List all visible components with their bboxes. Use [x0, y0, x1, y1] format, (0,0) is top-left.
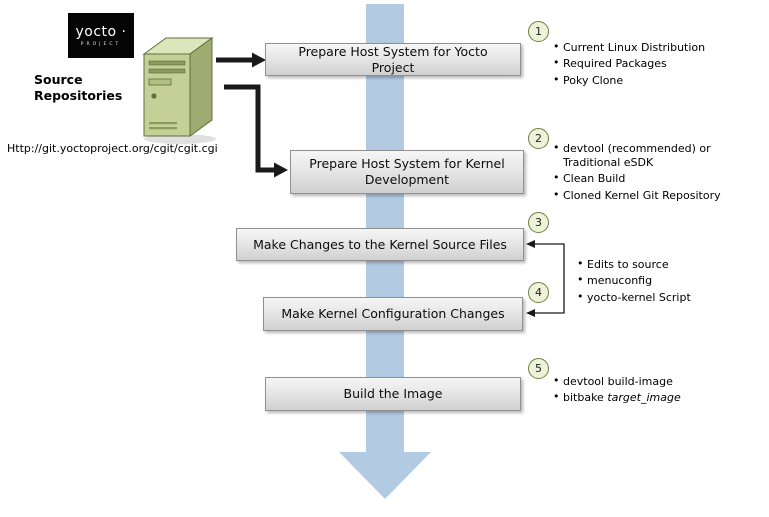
yocto-logo: yocto · PROJECT — [68, 13, 134, 58]
server-icon — [142, 37, 216, 144]
bullet-item: Edits to source — [576, 257, 746, 272]
source-repositories-label: Source Repositories — [34, 72, 123, 104]
bullet-item: yocto-kernel Script — [576, 290, 746, 305]
bullet-item: Clean Build — [552, 171, 762, 186]
step-number-1: 1 — [528, 21, 549, 42]
bracket-steps-3-4 — [526, 240, 565, 317]
step-box-prepare-host-yocto: Prepare Host System for Yocto Project — [265, 43, 521, 76]
step-box-prepare-host-kernel: Prepare Host System for Kernel Developme… — [290, 150, 524, 194]
bullet-item: devtool (recommended) or Traditional eSD… — [552, 141, 717, 170]
step-5-bullet-list: devtool build-image bitbake target_image — [552, 374, 742, 408]
bullet-item: Poky Clone — [552, 73, 762, 88]
step-number-5: 5 — [528, 358, 549, 379]
bullet-item: devtool build-image — [552, 374, 742, 389]
bullet-item: menuconfig — [576, 273, 746, 288]
step-number-2: 2 — [528, 128, 549, 149]
step-2-bullet-list: devtool (recommended) or Traditional eSD… — [552, 141, 762, 205]
arrow-source-to-step2 — [224, 84, 288, 178]
bullet-item: Current Linux Distribution — [552, 40, 762, 55]
steps-3-4-shared-bullet-list: Edits to source menuconfig yocto-kernel … — [576, 257, 746, 307]
step-box-build-image: Build the Image — [265, 377, 521, 411]
bullet-item: Required Packages — [552, 56, 762, 71]
step-box-make-source-changes: Make Changes to the Kernel Source Files — [236, 228, 524, 261]
step-number-4: 4 — [528, 282, 549, 303]
repository-url: Http://git.yoctoproject.org/cgit/cgit.cg… — [7, 142, 218, 155]
step-box-make-config-changes: Make Kernel Configuration Changes — [263, 297, 523, 331]
step-1-bullet-list: Current Linux Distribution Required Pack… — [552, 40, 762, 90]
bullet-item: Cloned Kernel Git Repository — [552, 188, 762, 203]
arrow-source-to-step1 — [216, 52, 266, 68]
yocto-logo-subtext: PROJECT — [80, 42, 122, 47]
bitbake-prefix: bitbake — [563, 391, 608, 405]
yocto-logo-text: yocto · — [75, 24, 127, 40]
target-image-italic: target_image — [607, 391, 681, 405]
bullet-item: bitbake target_image — [552, 390, 742, 405]
step-number-3: 3 — [528, 212, 549, 233]
